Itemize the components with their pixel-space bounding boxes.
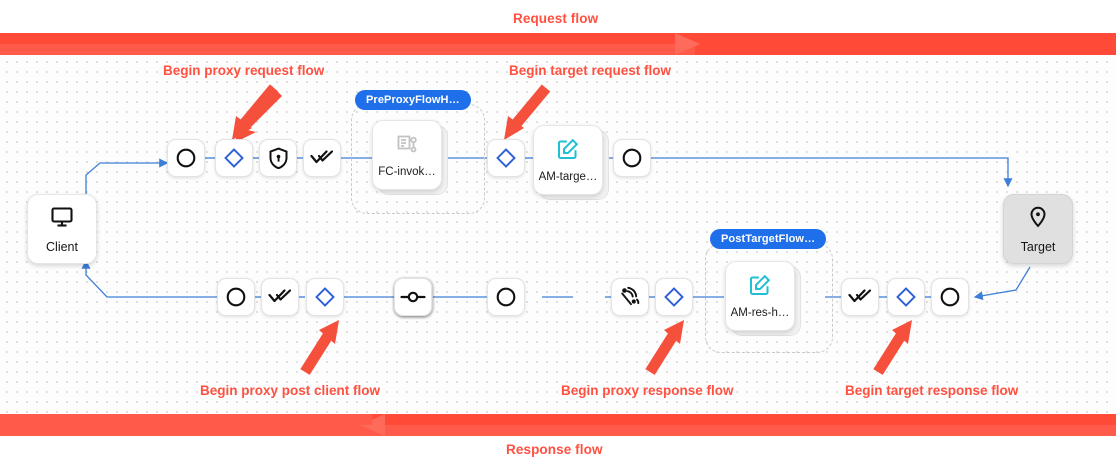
request-flow-banner [0, 33, 1116, 55]
node-res-connector[interactable] [394, 278, 432, 316]
callout-begin-target-request-flow: Begin target request flow [509, 63, 672, 78]
double-check-icon [848, 288, 872, 306]
flow-callout-icon [395, 132, 419, 161]
node-req-proxy-hook[interactable] [215, 139, 253, 177]
flow-group-chip-preproxyflowhook[interactable]: PreProxyFlowH… [355, 90, 471, 110]
policy-node-am-res-h[interactable]: AM-res-h… [725, 261, 795, 331]
policy-label-fc-invoke: FC-invok… [378, 166, 436, 178]
satellite-icon [618, 285, 642, 309]
node-res-client-checks[interactable] [261, 278, 299, 316]
node-res-target-hook[interactable] [887, 278, 925, 316]
circle-icon [175, 147, 197, 169]
monitor-icon [50, 205, 74, 234]
diamond-icon [496, 148, 516, 168]
diamond-icon [315, 287, 335, 307]
circle-icon [225, 286, 247, 308]
node-res-proxy-hook[interactable] [655, 278, 693, 316]
policy-node-fc-invoke[interactable]: FC-invok… [372, 120, 442, 190]
callout-begin-target-response-flow: Begin target response flow [845, 383, 1019, 398]
callout-arrow-begin-target-request-flow [504, 84, 551, 140]
node-req-target-hook[interactable] [487, 139, 525, 177]
diamond-icon [896, 287, 916, 307]
node-req-target-end[interactable] [613, 139, 651, 177]
policy-label-am-target: AM-targe… [538, 171, 598, 183]
callout-arrow-begin-target-response-flow [873, 320, 912, 375]
callout-begin-proxy-post-client-flow: Begin proxy post client flow [200, 383, 381, 398]
circle-icon [939, 286, 961, 308]
policy-label-am-res-h: AM-res-h… [730, 307, 790, 319]
callout-arrow-begin-proxy-request-flow [232, 84, 282, 142]
callout-arrow-begin-proxy-post-client-flow [300, 320, 339, 375]
node-connector-icon [400, 289, 426, 305]
response-flow-banner [0, 414, 1116, 436]
node-res-target-end[interactable] [931, 278, 969, 316]
diamond-icon [664, 287, 684, 307]
circle-icon [495, 286, 517, 308]
callout-begin-proxy-response-flow: Begin proxy response flow [561, 383, 734, 398]
node-req-start[interactable] [167, 139, 205, 177]
circle-icon [621, 147, 643, 169]
node-res-mid-b[interactable] [487, 278, 525, 316]
endpoint-client-label: Client [46, 239, 78, 254]
shield-lock-icon [268, 147, 289, 169]
node-req-security[interactable] [259, 139, 297, 177]
policy-node-am-target[interactable]: AM-targe… [533, 125, 603, 195]
flow-group-chip-posttargetflowhook[interactable]: PostTargetFlow… [710, 229, 827, 249]
location-pin-icon [1027, 205, 1049, 234]
node-res-signal[interactable] [611, 278, 649, 316]
node-res-client-end[interactable] [217, 278, 255, 316]
endpoint-client[interactable]: Client [27, 194, 97, 264]
endpoint-target-label: Target [1020, 239, 1056, 254]
callout-arrow-begin-proxy-response-flow [645, 320, 684, 375]
request-flow-label: Request flow [513, 11, 599, 26]
endpoint-target[interactable]: Target [1003, 194, 1073, 264]
response-flow-label: Response flow [506, 442, 603, 457]
assign-message-icon [748, 273, 772, 302]
double-check-icon [310, 149, 334, 167]
double-check-icon [268, 288, 292, 306]
diagram-grid-background [0, 55, 1116, 413]
callout-begin-proxy-request-flow: Begin proxy request flow [163, 63, 325, 78]
response-flow-arrow [0, 414, 1116, 436]
diamond-icon [224, 148, 244, 168]
request-flow-arrow [0, 33, 1116, 55]
assign-message-icon [556, 137, 580, 166]
node-req-checks[interactable] [303, 139, 341, 177]
node-res-target-checks[interactable] [841, 278, 879, 316]
node-res-post-client-hook[interactable] [306, 278, 344, 316]
